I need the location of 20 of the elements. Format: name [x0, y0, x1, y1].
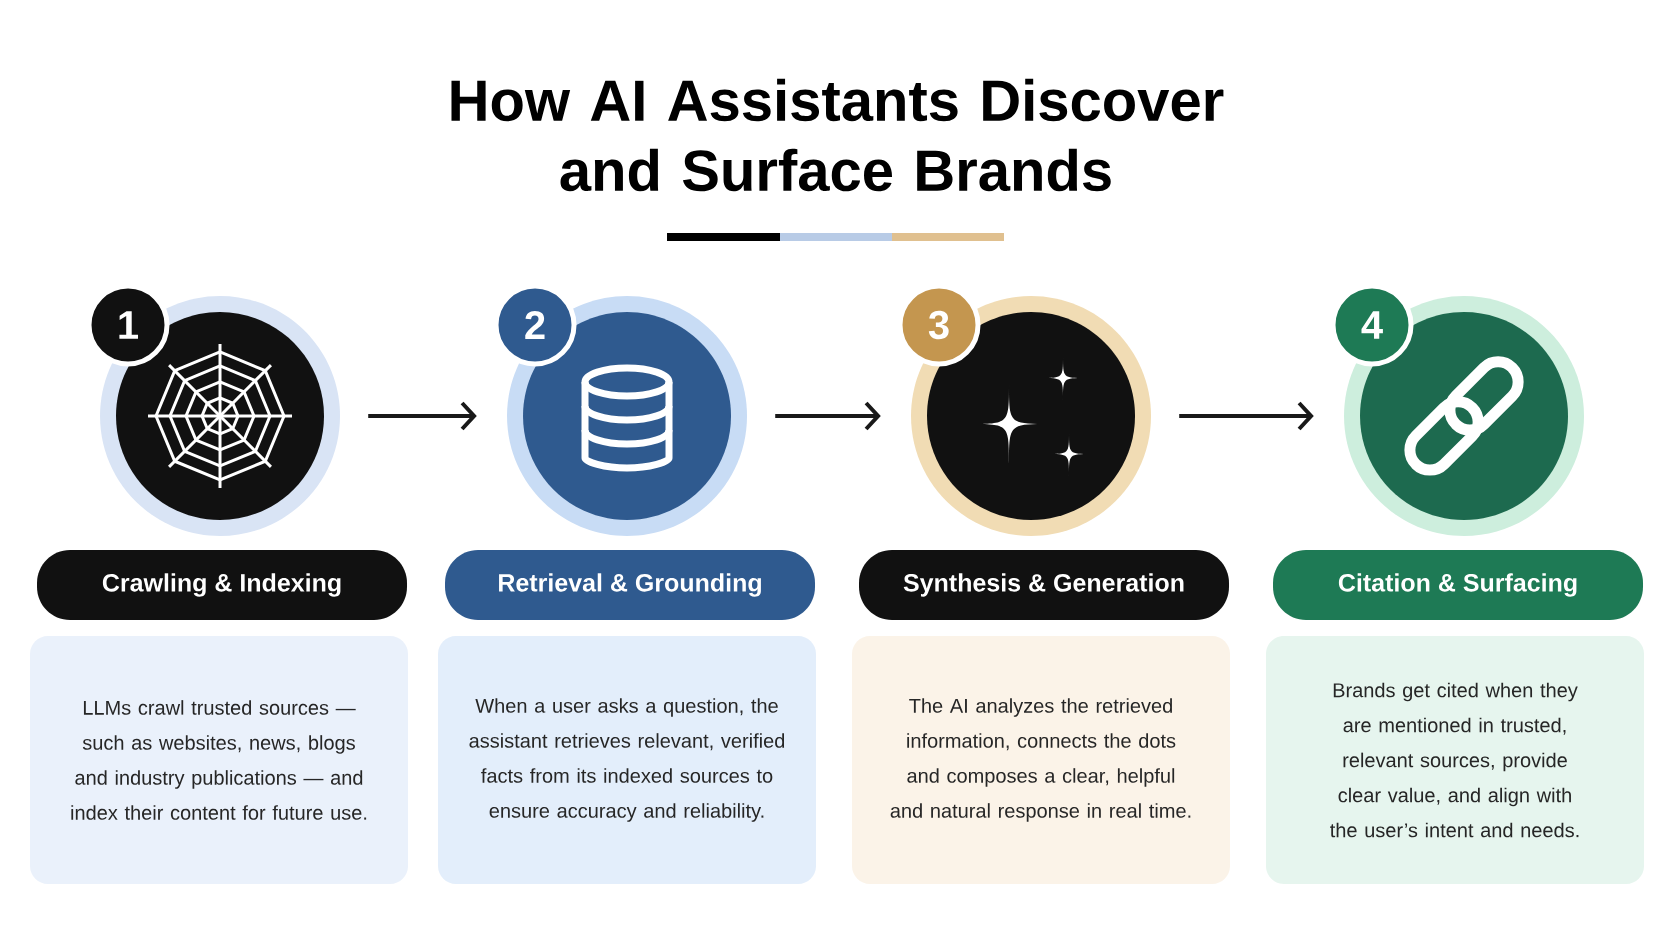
number-badge: 2	[493, 283, 577, 367]
step-heading: Synthesis & Generation	[859, 550, 1229, 620]
description-card: Brands get cited when they are mentioned in trusted, relevant sources, provide clear value, and align with the user’s intent and needs.	[1266, 636, 1644, 884]
description-card: When a user asks a question, the assistant retrieves relevant, verified facts from its indexed sources to ensure accuracy and reliability.	[438, 636, 816, 884]
number-badge: 1	[86, 283, 170, 367]
icon-circle	[100, 296, 340, 536]
step-heading: Citation & Surfacing	[1273, 550, 1643, 620]
title: How AI Assistants Discover and Surface Brands	[451, 78, 1224, 192]
description-card: The AI analyzes the retrieved information, connects the dots and composes a clear, helpful and natural response in real time.	[852, 636, 1230, 884]
arrow	[1179, 401, 1314, 431]
number-badge: 4	[1330, 283, 1414, 367]
arrow	[368, 401, 477, 431]
step-heading: Crawling & Indexing	[37, 550, 407, 620]
icon-circle	[1344, 296, 1584, 536]
number-badge: 3	[897, 283, 981, 367]
icon-circle	[507, 296, 747, 536]
icon-circle	[911, 296, 1151, 536]
description-card: LLMs crawl trusted sources — such as websites, news, blogs and industry publications — and index their content for future use.	[30, 636, 408, 884]
arrow	[775, 401, 881, 431]
step-heading: Retrieval & Grounding	[445, 550, 815, 620]
